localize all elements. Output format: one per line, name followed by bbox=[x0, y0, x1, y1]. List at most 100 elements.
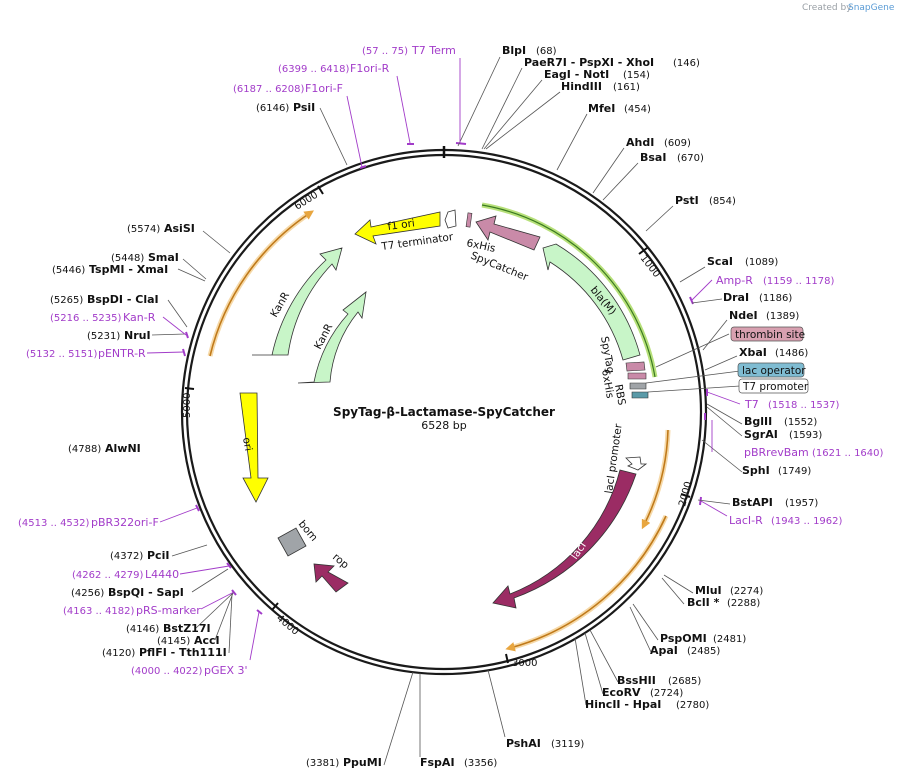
primer-pentr-r-pos: (5132 .. 5151) bbox=[26, 349, 98, 360]
site-hindiii-pos: (161) bbox=[613, 82, 640, 93]
primer-pgex3-pos: (4000 .. 4022) bbox=[131, 666, 203, 677]
primer-f1ori-f-pos: (6187 .. 6208) bbox=[233, 84, 305, 95]
primer-pgex3: pGEX 3' bbox=[204, 664, 248, 677]
site-sgrai: SgrAI bbox=[744, 428, 778, 441]
site-sphi-pos: (1749) bbox=[778, 466, 811, 477]
site-noti-pos: (154) bbox=[623, 70, 650, 81]
site-pcii: PciI bbox=[147, 549, 169, 562]
site-hindiii: HindIII bbox=[561, 80, 602, 93]
primer-leaders bbox=[146, 58, 741, 661]
site-bsai: BsaI bbox=[640, 151, 666, 164]
site-alwni: AlwNI bbox=[105, 442, 141, 455]
his6-mid-box bbox=[627, 372, 647, 380]
bla-arrow bbox=[542, 243, 641, 361]
site-pshai-pos: (3119) bbox=[551, 739, 584, 750]
primer-bars bbox=[182, 142, 708, 615]
lac-operator-label: lac operator bbox=[742, 365, 806, 377]
primer-t7-pos: (1518 .. 1537) bbox=[768, 400, 840, 411]
site-bstz17i-pos: (4146) bbox=[126, 624, 159, 635]
site-sphi: SphI bbox=[742, 464, 770, 477]
site-pspomi: PspOMI bbox=[660, 632, 707, 645]
primer-t7term-pos: (57 .. 75) bbox=[362, 46, 408, 57]
primer-f1ori-f: F1ori-F bbox=[305, 82, 343, 95]
primer-f1ori-r: F1ori-R bbox=[350, 62, 390, 75]
tick-3000: 3000 bbox=[512, 658, 537, 669]
site-bglii-pos: (1552) bbox=[784, 417, 817, 428]
site-mfei-pos: (454) bbox=[624, 104, 651, 115]
orf-arc-mid bbox=[641, 429, 669, 530]
site-bcli-pos: (2288) bbox=[727, 598, 760, 609]
site-fspai: FspAI bbox=[420, 756, 455, 769]
tick-6000: 6000 bbox=[293, 190, 320, 213]
primer-t7term: T7 Term bbox=[411, 44, 456, 57]
site-ecorv-pos: (2724) bbox=[650, 688, 683, 699]
site-bsshii-pos: (2685) bbox=[668, 676, 701, 687]
primer-prs-marker: pRS-marker bbox=[136, 604, 201, 617]
feature-leaders bbox=[645, 333, 741, 393]
primer-amp-r: Amp-R bbox=[716, 274, 753, 287]
primer-pentr-r: pENTR-R bbox=[98, 347, 146, 360]
thrombin-site-box bbox=[730, 326, 804, 342]
site-ahdi-pos: (609) bbox=[664, 138, 691, 149]
orf-arc-mid-glow bbox=[641, 429, 671, 527]
credit-text: Created by bbox=[802, 3, 852, 13]
site-psti-pos: (854) bbox=[709, 196, 736, 207]
f1ori-label: f1 ori bbox=[387, 217, 416, 233]
site-noti: EagI - NotI bbox=[544, 68, 609, 81]
site-hpai-pos: (2780) bbox=[676, 700, 709, 711]
site-nrui: NruI bbox=[124, 329, 151, 342]
site-ndei-pos: (1389) bbox=[766, 311, 799, 322]
site-mlui-pos: (2274) bbox=[730, 586, 763, 597]
primer-amp-r-pos: (1159 .. 1178) bbox=[763, 276, 835, 287]
site-xbai-pos: (1486) bbox=[775, 348, 808, 359]
site-bsai-pos: (670) bbox=[677, 153, 704, 164]
site-apai-pos: (2485) bbox=[687, 646, 720, 657]
plasmid-size: 6528 bp bbox=[421, 419, 466, 432]
site-acci: AccI bbox=[194, 634, 220, 647]
site-bstz17i: BstZ17I bbox=[163, 622, 211, 635]
primer-kan-r: Kan-R bbox=[123, 311, 156, 324]
site-xhoi-pos: (146) bbox=[673, 58, 700, 69]
site-nrui-pos: (5231) bbox=[87, 331, 120, 342]
ori-arrow bbox=[239, 392, 269, 503]
site-ahdi: AhdI bbox=[626, 136, 654, 149]
kanr-outer-arrow bbox=[252, 247, 343, 356]
site-psii-pos: (6146) bbox=[256, 103, 289, 114]
orf-arc-left-glow bbox=[207, 210, 312, 357]
site-psii: PsiI bbox=[293, 101, 315, 114]
site-clai-pos: (5265) bbox=[50, 295, 83, 306]
his6-top-label: 6xHis bbox=[465, 237, 496, 255]
rop-label: rop bbox=[330, 551, 351, 571]
spycatcher-arrow bbox=[475, 215, 541, 251]
primer-labels: T7 Term (57 .. 75) F1ori-R (6399 .. 6418… bbox=[18, 44, 884, 677]
site-bstapi: BstAPI bbox=[732, 496, 773, 509]
thrombin-site-label: thrombin site bbox=[735, 329, 805, 341]
kanr-inner-arrow bbox=[297, 291, 367, 384]
site-xhoi: PaeR7I - PspXI - XhoI bbox=[524, 56, 654, 69]
primer-pbr322ori-f-pos: (4513 .. 4532) bbox=[18, 518, 90, 529]
site-fspai-pos: (3356) bbox=[464, 758, 497, 769]
orf-arc-right bbox=[505, 515, 667, 652]
orf-arc-left bbox=[209, 210, 314, 357]
snapgene-logo: SnapGene bbox=[848, 3, 895, 13]
site-bsshii: BssHII bbox=[617, 674, 656, 687]
primer-pbr322ori-f: pBR322ori-F bbox=[91, 516, 159, 529]
site-ndei: NdeI bbox=[729, 309, 758, 322]
f1ori-arrow bbox=[354, 211, 441, 245]
laci-arrow bbox=[492, 469, 637, 609]
site-clai: BspDI - ClaI bbox=[87, 293, 159, 306]
site-mfei: MfeI bbox=[588, 102, 615, 115]
t7-promoter-tag bbox=[738, 378, 809, 394]
bom-box bbox=[277, 527, 307, 557]
primer-f1ori-r-pos: (6399 .. 6418) bbox=[278, 64, 350, 75]
primer-kan-r-pos: (5216 .. 5235) bbox=[50, 313, 122, 324]
spytag-box bbox=[625, 361, 646, 372]
site-scai: ScaI bbox=[707, 255, 733, 268]
site-sapi-pos: (4256) bbox=[71, 588, 104, 599]
tick-5000: 5000 bbox=[182, 393, 193, 418]
ori-label: ori bbox=[240, 436, 254, 452]
site-smai: SmaI bbox=[148, 251, 179, 264]
site-ppumi: PpuMI bbox=[343, 756, 382, 769]
site-pflfi-pos: (4120) bbox=[102, 648, 135, 659]
